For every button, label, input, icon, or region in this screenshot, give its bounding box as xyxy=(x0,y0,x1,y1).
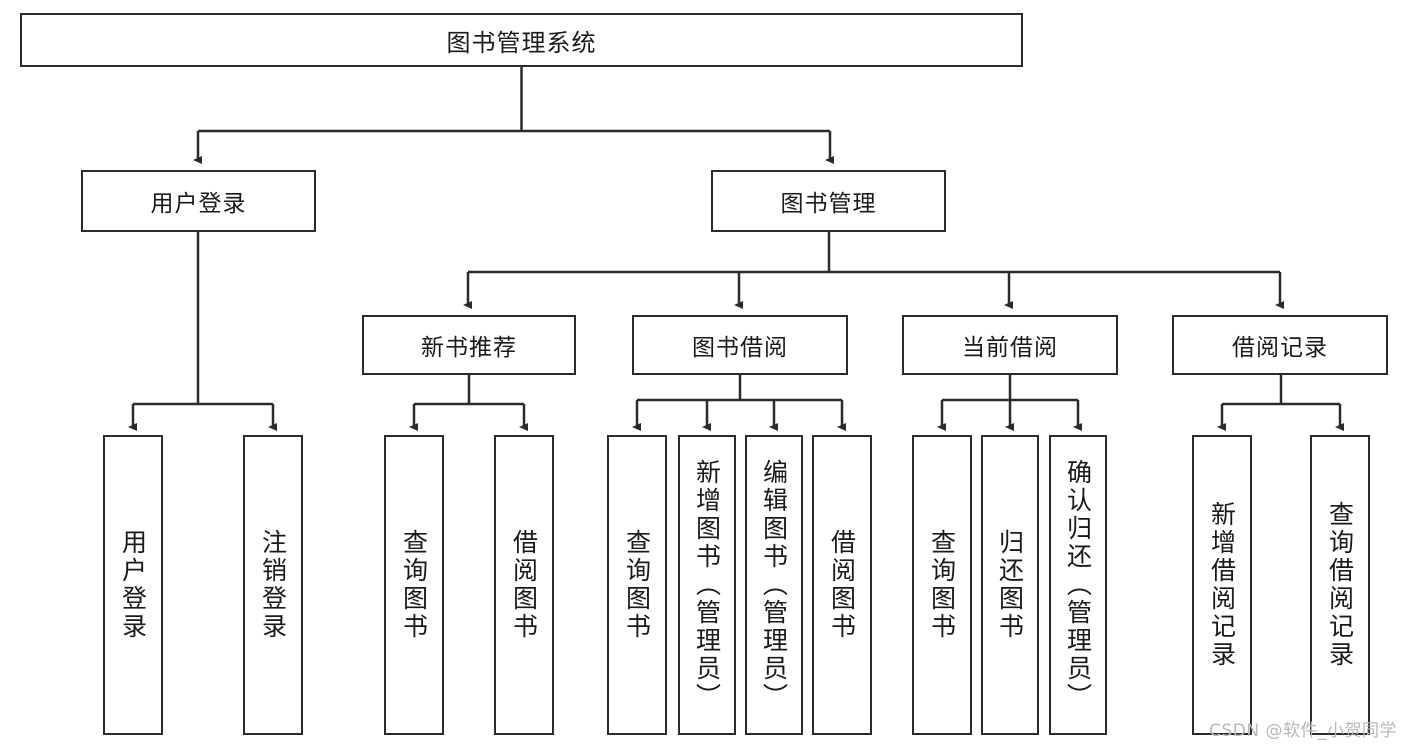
node-label: 借阅记录 xyxy=(1232,335,1328,361)
node-book-management[interactable]: 图书管理 xyxy=(711,170,946,232)
leaf-user-login-login[interactable]: 用户登录 xyxy=(103,435,163,735)
leaf-book-borrow-add[interactable]: 新增图书（管理员） xyxy=(678,435,736,735)
node-label: 新增图书（管理员） xyxy=(692,459,722,711)
node-label: 编辑图书（管理员） xyxy=(759,459,789,711)
node-root-system[interactable]: 图书管理系统 xyxy=(20,13,1023,67)
node-new-book-recommend[interactable]: 新书推荐 xyxy=(362,315,576,375)
node-label: 归还图书 xyxy=(995,529,1025,641)
node-label: 注销登录 xyxy=(258,529,288,641)
leaf-current-borrow-return[interactable]: 归还图书 xyxy=(981,435,1039,735)
node-label: 借阅图书 xyxy=(509,529,539,641)
node-label: 用户登录 xyxy=(118,529,148,641)
node-label: 新增借阅记录 xyxy=(1207,501,1237,669)
leaf-current-borrow-confirm-return[interactable]: 确认归还（管理员） xyxy=(1049,435,1107,735)
leaf-new-book-query[interactable]: 查询图书 xyxy=(384,435,444,735)
node-label: 当前借阅 xyxy=(962,335,1058,361)
leaf-borrow-record-query[interactable]: 查询借阅记录 xyxy=(1310,435,1370,735)
leaf-new-book-borrow[interactable]: 借阅图书 xyxy=(494,435,554,735)
node-book-borrow[interactable]: 图书借阅 xyxy=(632,315,848,375)
csdn-watermark: CSDN @软件_小贺同学 xyxy=(1209,721,1397,741)
leaf-borrow-record-add[interactable]: 新增借阅记录 xyxy=(1192,435,1252,735)
node-label: 查询图书 xyxy=(927,529,957,641)
node-label: 图书借阅 xyxy=(692,335,788,361)
leaf-current-borrow-query[interactable]: 查询图书 xyxy=(912,435,972,735)
leaf-book-borrow-borrow[interactable]: 借阅图书 xyxy=(812,435,872,735)
leaf-user-login-logout[interactable]: 注销登录 xyxy=(243,435,303,735)
node-label: 查询借阅记录 xyxy=(1325,501,1355,669)
node-label: 查询图书 xyxy=(622,529,652,641)
node-borrow-record[interactable]: 借阅记录 xyxy=(1172,315,1388,375)
node-user-login[interactable]: 用户登录 xyxy=(81,170,316,232)
node-current-borrow[interactable]: 当前借阅 xyxy=(902,315,1118,375)
node-label: 图书管理 xyxy=(780,191,877,217)
node-label: 借阅图书 xyxy=(827,529,857,641)
node-label: 确认归还（管理员） xyxy=(1063,459,1093,711)
node-label: 用户登录 xyxy=(150,191,247,217)
node-label: 查询图书 xyxy=(399,529,429,641)
leaf-book-borrow-query[interactable]: 查询图书 xyxy=(607,435,667,735)
node-label: 新书推荐 xyxy=(421,335,517,361)
node-label: 图书管理系统 xyxy=(446,28,597,57)
leaf-book-borrow-edit[interactable]: 编辑图书（管理员） xyxy=(745,435,803,735)
